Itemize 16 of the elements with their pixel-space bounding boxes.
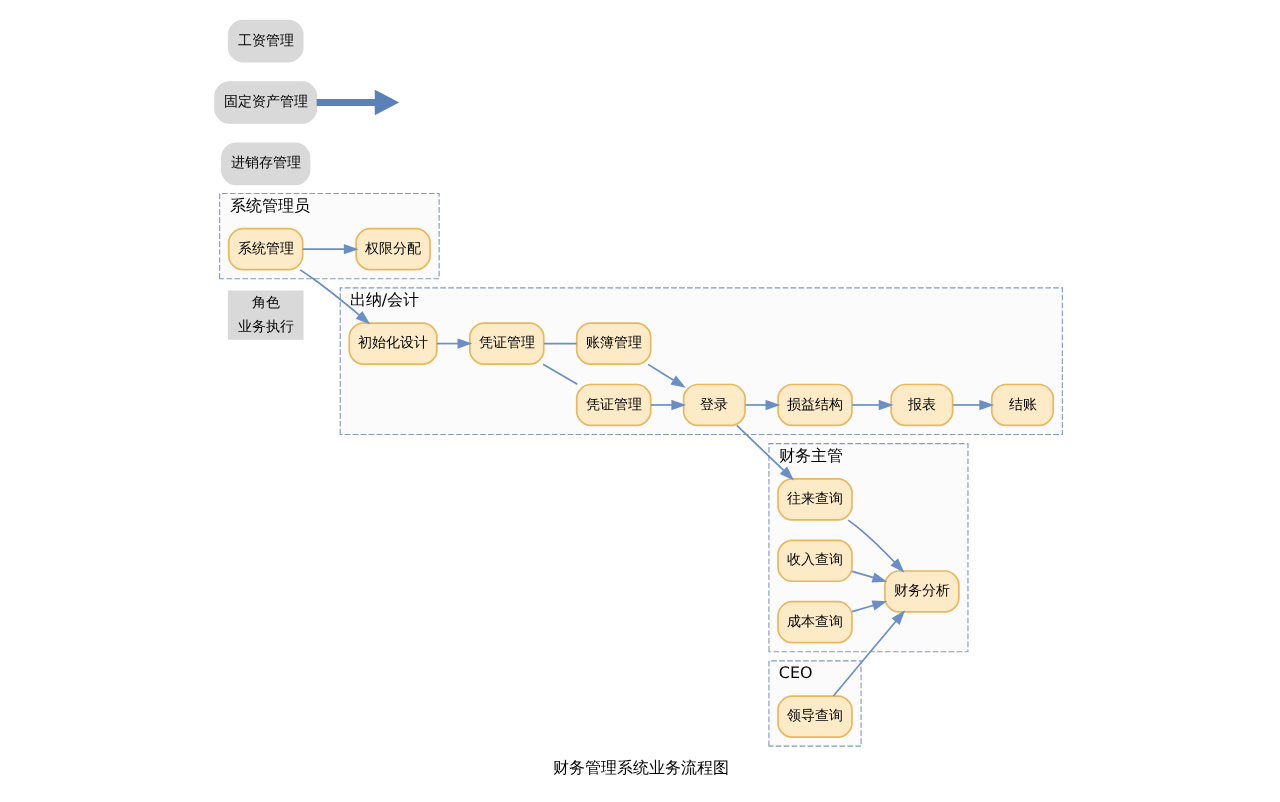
arrow bbox=[315, 89, 399, 116]
arrow bbox=[850, 600, 887, 613]
connector bbox=[542, 342, 577, 345]
arrow bbox=[649, 399, 686, 411]
arrow bbox=[951, 399, 994, 411]
arrow bbox=[735, 424, 794, 481]
arrow bbox=[846, 519, 904, 573]
connector bbox=[541, 363, 578, 386]
arrow bbox=[300, 244, 358, 255]
arrow bbox=[298, 269, 370, 325]
arrow bbox=[435, 338, 472, 349]
arrow bbox=[850, 570, 887, 583]
arrow bbox=[743, 399, 780, 411]
arrow bbox=[646, 363, 685, 388]
arrow bbox=[850, 399, 893, 411]
arrow bbox=[831, 610, 905, 697]
